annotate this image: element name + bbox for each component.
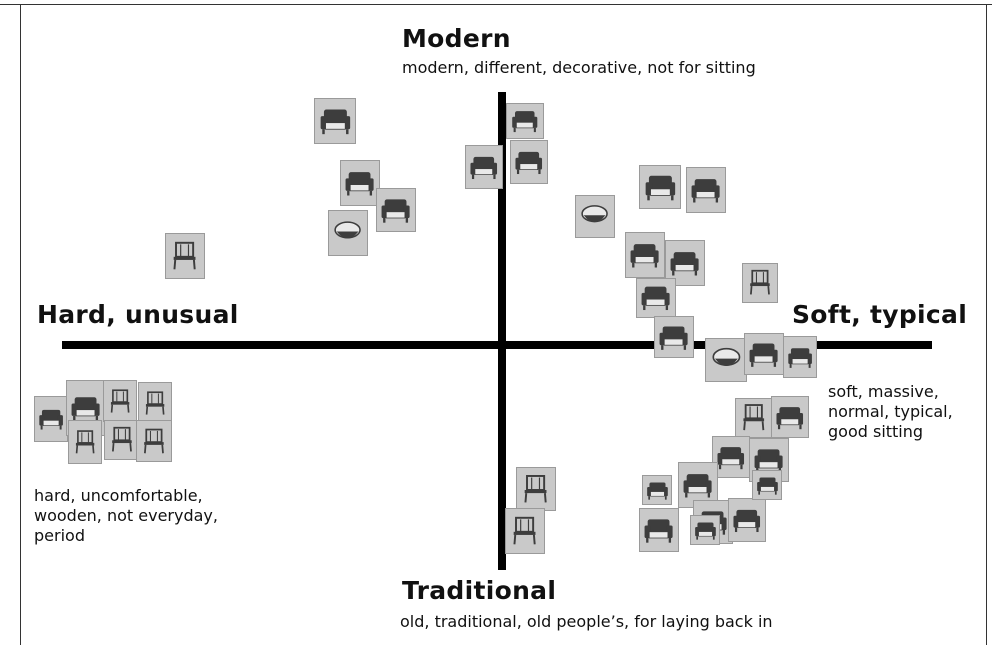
chair-icon <box>750 270 770 295</box>
frame-left-border <box>20 4 21 645</box>
chair-icon <box>145 391 165 415</box>
chair-thumbnail <box>138 382 172 424</box>
chair-icon <box>470 156 498 179</box>
chair-thumbnail <box>639 508 679 552</box>
chair-thumbnail <box>165 233 205 279</box>
description-line: period <box>34 526 85 545</box>
description-line: hard, uncomfortable, <box>34 486 203 505</box>
chair-icon <box>645 175 675 201</box>
chair-thumbnail <box>68 420 102 464</box>
pole-description-modern: modern, different, decorative, not for s… <box>402 58 756 77</box>
chair-thumbnail <box>328 210 368 256</box>
chair-icon <box>646 481 668 500</box>
chair-thumbnail <box>752 470 782 500</box>
chair-icon <box>71 397 101 421</box>
chair-icon <box>659 326 689 350</box>
description-line: good sitting <box>828 422 924 441</box>
chair-thumbnail <box>104 420 140 460</box>
chair-thumbnail <box>639 165 681 209</box>
pole-label-hard-unusual: Hard, unusual <box>37 300 239 329</box>
chair-icon <box>776 406 804 429</box>
frame-right-border <box>986 4 987 645</box>
chair-icon <box>641 287 671 311</box>
pole-description-soft-typical: soft, massive, normal, typical, good sit… <box>828 382 953 442</box>
chair-icon <box>524 474 548 503</box>
pole-label-modern: Modern <box>402 24 511 53</box>
chair-icon <box>513 516 537 545</box>
chair-icon <box>644 519 674 543</box>
chair-icon <box>112 427 132 452</box>
chair-icon <box>144 428 164 453</box>
chair-thumbnail <box>136 420 172 462</box>
chair-thumbnail <box>636 278 676 318</box>
chair-thumbnail <box>712 436 750 478</box>
chair-thumbnail <box>575 195 615 238</box>
chair-thumbnail <box>340 160 380 206</box>
chair-icon <box>683 474 713 498</box>
chair-thumbnail <box>516 467 556 511</box>
chair-icon <box>733 509 761 532</box>
chair-thumbnail <box>728 498 766 542</box>
pole-label-soft-typical: Soft, typical <box>792 300 968 329</box>
chair-thumbnail <box>744 333 784 375</box>
chair-icon <box>691 179 721 203</box>
chair-icon <box>788 347 812 368</box>
chair-icon <box>320 109 350 135</box>
chair-icon <box>381 199 411 223</box>
chair-icon <box>515 151 543 174</box>
chair-icon <box>345 172 375 196</box>
description-line: soft, massive, <box>828 382 939 401</box>
chair-thumbnail <box>742 263 778 303</box>
chair-thumbnail <box>654 316 694 358</box>
chair-icon <box>717 446 745 469</box>
chair-icon <box>630 244 660 268</box>
chair-icon <box>694 521 716 540</box>
chair-thumbnail <box>690 515 720 545</box>
chair-thumbnail <box>771 396 809 438</box>
chair-thumbnail <box>465 145 503 189</box>
chair-thumbnail <box>376 188 416 232</box>
chair-icon <box>743 404 765 431</box>
chair-icon <box>749 343 779 367</box>
chair-thumbnail <box>625 232 665 278</box>
description-line: normal, typical, <box>828 402 953 421</box>
frame-top-border <box>0 4 992 5</box>
chair-thumbnail <box>642 475 672 505</box>
chair-thumbnail <box>735 398 773 438</box>
chair-thumbnail <box>686 167 726 213</box>
pole-label-traditional: Traditional <box>402 576 557 605</box>
chair-icon <box>754 449 784 473</box>
chair-thumbnail <box>783 336 817 378</box>
pole-description-hard-unusual: hard, uncomfortable, wooden, not everyda… <box>34 486 218 546</box>
chair-thumbnail <box>506 103 544 139</box>
chair-thumbnail <box>103 380 137 422</box>
vertical-axis <box>498 92 506 570</box>
chair-thumbnail <box>505 508 545 554</box>
chair-thumbnail <box>510 140 548 184</box>
chair-icon <box>110 389 130 413</box>
chair-icon <box>334 221 362 239</box>
chair-icon <box>756 476 778 495</box>
chair-icon <box>712 347 740 366</box>
chair-icon <box>173 241 197 270</box>
pole-description-traditional: old, traditional, old people’s, for layi… <box>400 612 773 631</box>
horizontal-axis <box>62 341 932 349</box>
chair-icon <box>512 111 538 133</box>
description-line: wooden, not everyday, <box>34 506 218 525</box>
chair-thumbnail <box>314 98 356 144</box>
chair-icon <box>39 409 63 430</box>
chair-thumbnail <box>34 396 68 442</box>
chair-icon <box>670 252 700 276</box>
chair-icon <box>75 430 95 454</box>
chair-thumbnail <box>705 338 747 382</box>
chair-icon <box>581 204 609 222</box>
